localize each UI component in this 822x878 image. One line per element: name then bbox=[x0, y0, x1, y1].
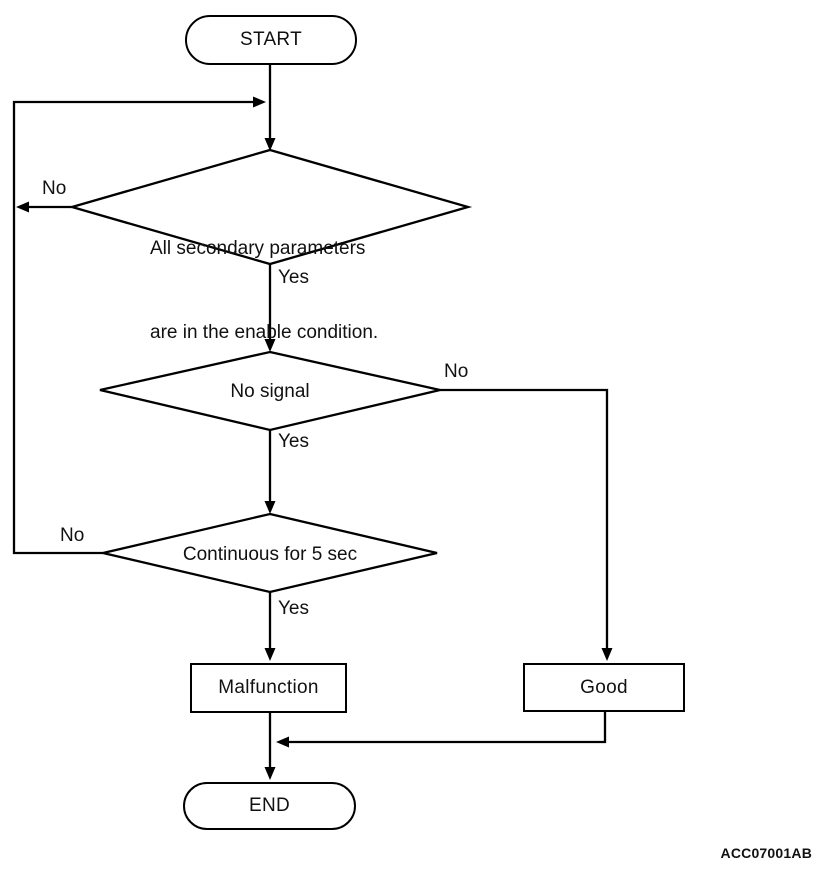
enable-condition-yes-label: Yes bbox=[278, 267, 309, 288]
decision-enable-condition-line1: All secondary parameters bbox=[150, 238, 366, 259]
continuous-yes-label: Yes bbox=[278, 598, 309, 619]
arrowhead-into-malfunction bbox=[264, 648, 276, 661]
malfunction-label: Malfunction bbox=[218, 677, 319, 698]
edge-good-to-merge bbox=[289, 712, 607, 744]
end-label: END bbox=[248, 795, 290, 816]
decision-enable-condition-label: All secondary parameters are in the enab… bbox=[150, 179, 378, 403]
figure-code: ACC07001AB bbox=[720, 845, 812, 861]
arrowhead-good-into-end-line bbox=[276, 736, 289, 748]
decision-continuous-label: Continuous for 5 sec bbox=[182, 544, 358, 565]
arrowhead-into-end bbox=[264, 767, 276, 780]
start-terminal: START bbox=[185, 15, 357, 65]
enable-condition-no-label: No bbox=[42, 178, 67, 199]
start-label: START bbox=[239, 29, 303, 50]
arrowhead-into-no-signal bbox=[264, 339, 276, 352]
edge-no-signal-no-to-good bbox=[440, 388, 609, 650]
arrowhead-enable-condition-no-to-loop bbox=[16, 201, 29, 213]
end-terminal: END bbox=[183, 782, 356, 830]
continuous-no-label: No bbox=[60, 525, 85, 546]
arrowhead-loop-into-main-line bbox=[253, 96, 266, 108]
good-box: Good bbox=[523, 663, 685, 712]
decision-enable-condition-line2: are in the enable condition. bbox=[150, 322, 379, 343]
arrowhead-into-good bbox=[601, 648, 613, 661]
no-signal-yes-label: Yes bbox=[278, 431, 309, 452]
no-signal-no-label: No bbox=[444, 361, 469, 382]
arrowhead-into-continuous bbox=[264, 501, 276, 514]
arrowhead-into-enable-condition bbox=[264, 138, 276, 151]
good-label: Good bbox=[580, 676, 628, 698]
malfunction-box: Malfunction bbox=[190, 663, 347, 713]
decision-no-signal-label: No signal bbox=[230, 381, 310, 402]
edge-feedback-loop bbox=[12, 100, 254, 555]
